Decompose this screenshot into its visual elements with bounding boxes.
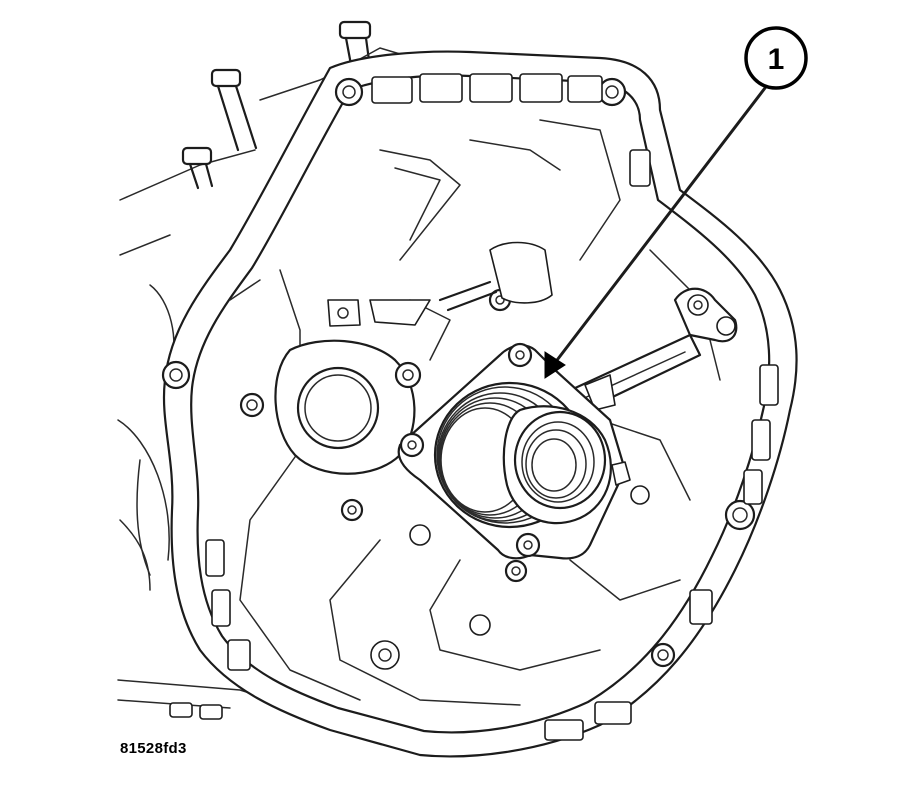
callout-number: 1 [768, 43, 785, 76]
clutch-release-lever [558, 287, 738, 417]
clutch-slave-cylinder [397, 342, 631, 560]
figure-code: 81528fd3 [120, 740, 187, 757]
input-shaft-retainer [274, 339, 422, 475]
callout-1: 1 [544, 26, 808, 379]
callout-circle-icon [744, 26, 808, 90]
callout-arrowhead [544, 351, 566, 379]
flange-bolt-bosses [161, 73, 779, 741]
housing-ribs [229, 119, 721, 706]
shift-mechanism [327, 241, 553, 327]
